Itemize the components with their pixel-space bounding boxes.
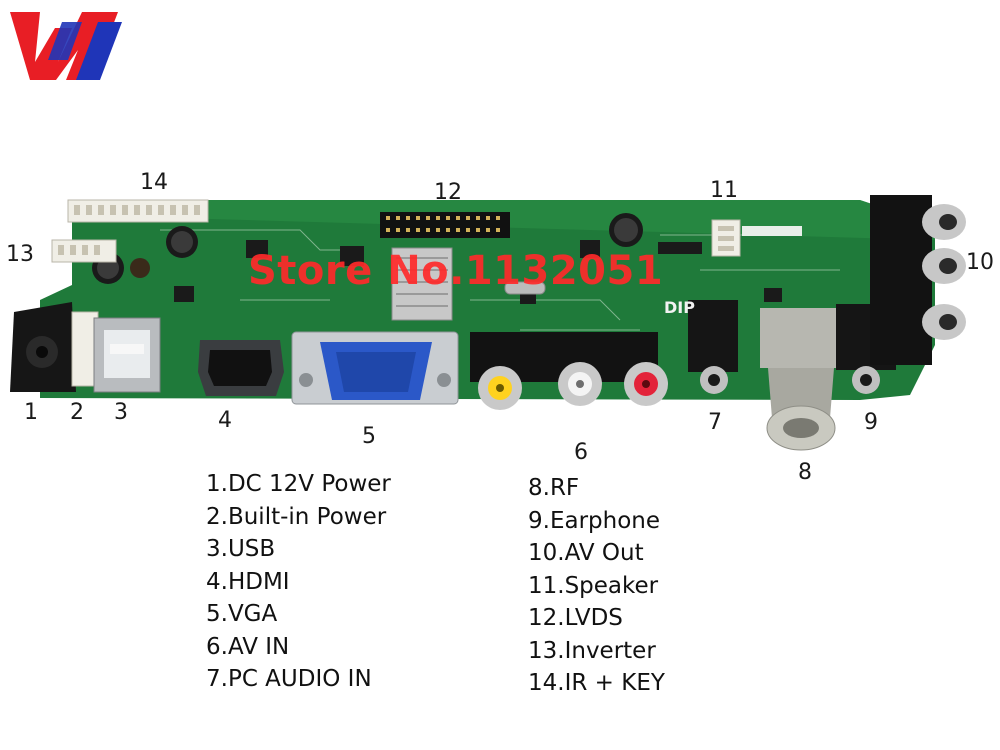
vga-port <box>291 331 459 405</box>
pc-audio-in <box>688 300 738 394</box>
legend-item: 2.Built-in Power <box>206 503 387 530</box>
legend-item: 4.HDMI <box>206 568 290 595</box>
callout-1: 1 <box>24 400 38 425</box>
legend-item: 7.PC AUDIO IN <box>206 666 372 692</box>
dc-jack <box>10 302 76 392</box>
callout-2: 2 <box>70 400 84 425</box>
dip-label: DIP <box>664 298 695 317</box>
callout-9: 9 <box>864 410 878 435</box>
av-in-ports <box>470 332 668 410</box>
legend-item: 9.Earphone <box>528 507 661 534</box>
legend-item: 3.USB <box>206 536 276 562</box>
av-out-ports <box>870 195 966 365</box>
legend-item: 6.AV IN <box>206 633 290 660</box>
callout-14: 14 <box>140 170 168 195</box>
rf-connector <box>760 308 842 451</box>
legend-item: 5.VGA <box>206 601 278 627</box>
legend-left: 1.DC 12V Power 2.Built-in Power 3.USB 4.… <box>206 468 391 696</box>
callout-8: 8 <box>798 460 812 485</box>
legend-item: 1.DC 12V Power <box>206 471 391 497</box>
callout-10: 10 <box>966 250 994 275</box>
legend-item: 13.Inverter <box>528 637 656 664</box>
legend-item: 11.Speaker <box>528 572 659 599</box>
callout-12: 12 <box>434 180 462 205</box>
wj-logo <box>10 12 122 80</box>
usb-port <box>93 317 161 393</box>
store-watermark: Store No.1132051 <box>248 248 664 294</box>
legend-item: 8.RF <box>528 475 580 501</box>
callout-11: 11 <box>710 178 738 203</box>
callout-13: 13 <box>6 242 34 267</box>
legend-right: 8.RF 9.Earphone 10.AV Out 11.Speaker 12.… <box>528 472 665 700</box>
hdmi-port <box>198 340 284 396</box>
callout-7: 7 <box>708 410 722 435</box>
legend-item: 10.AV Out <box>528 540 644 566</box>
callout-3: 3 <box>114 400 128 425</box>
callout-5: 5 <box>362 424 376 449</box>
legend-item: 12.LVDS <box>528 605 623 631</box>
callout-4: 4 <box>218 408 232 433</box>
callout-6: 6 <box>574 440 588 465</box>
legend-item: 14.IR + KEY <box>528 670 665 696</box>
